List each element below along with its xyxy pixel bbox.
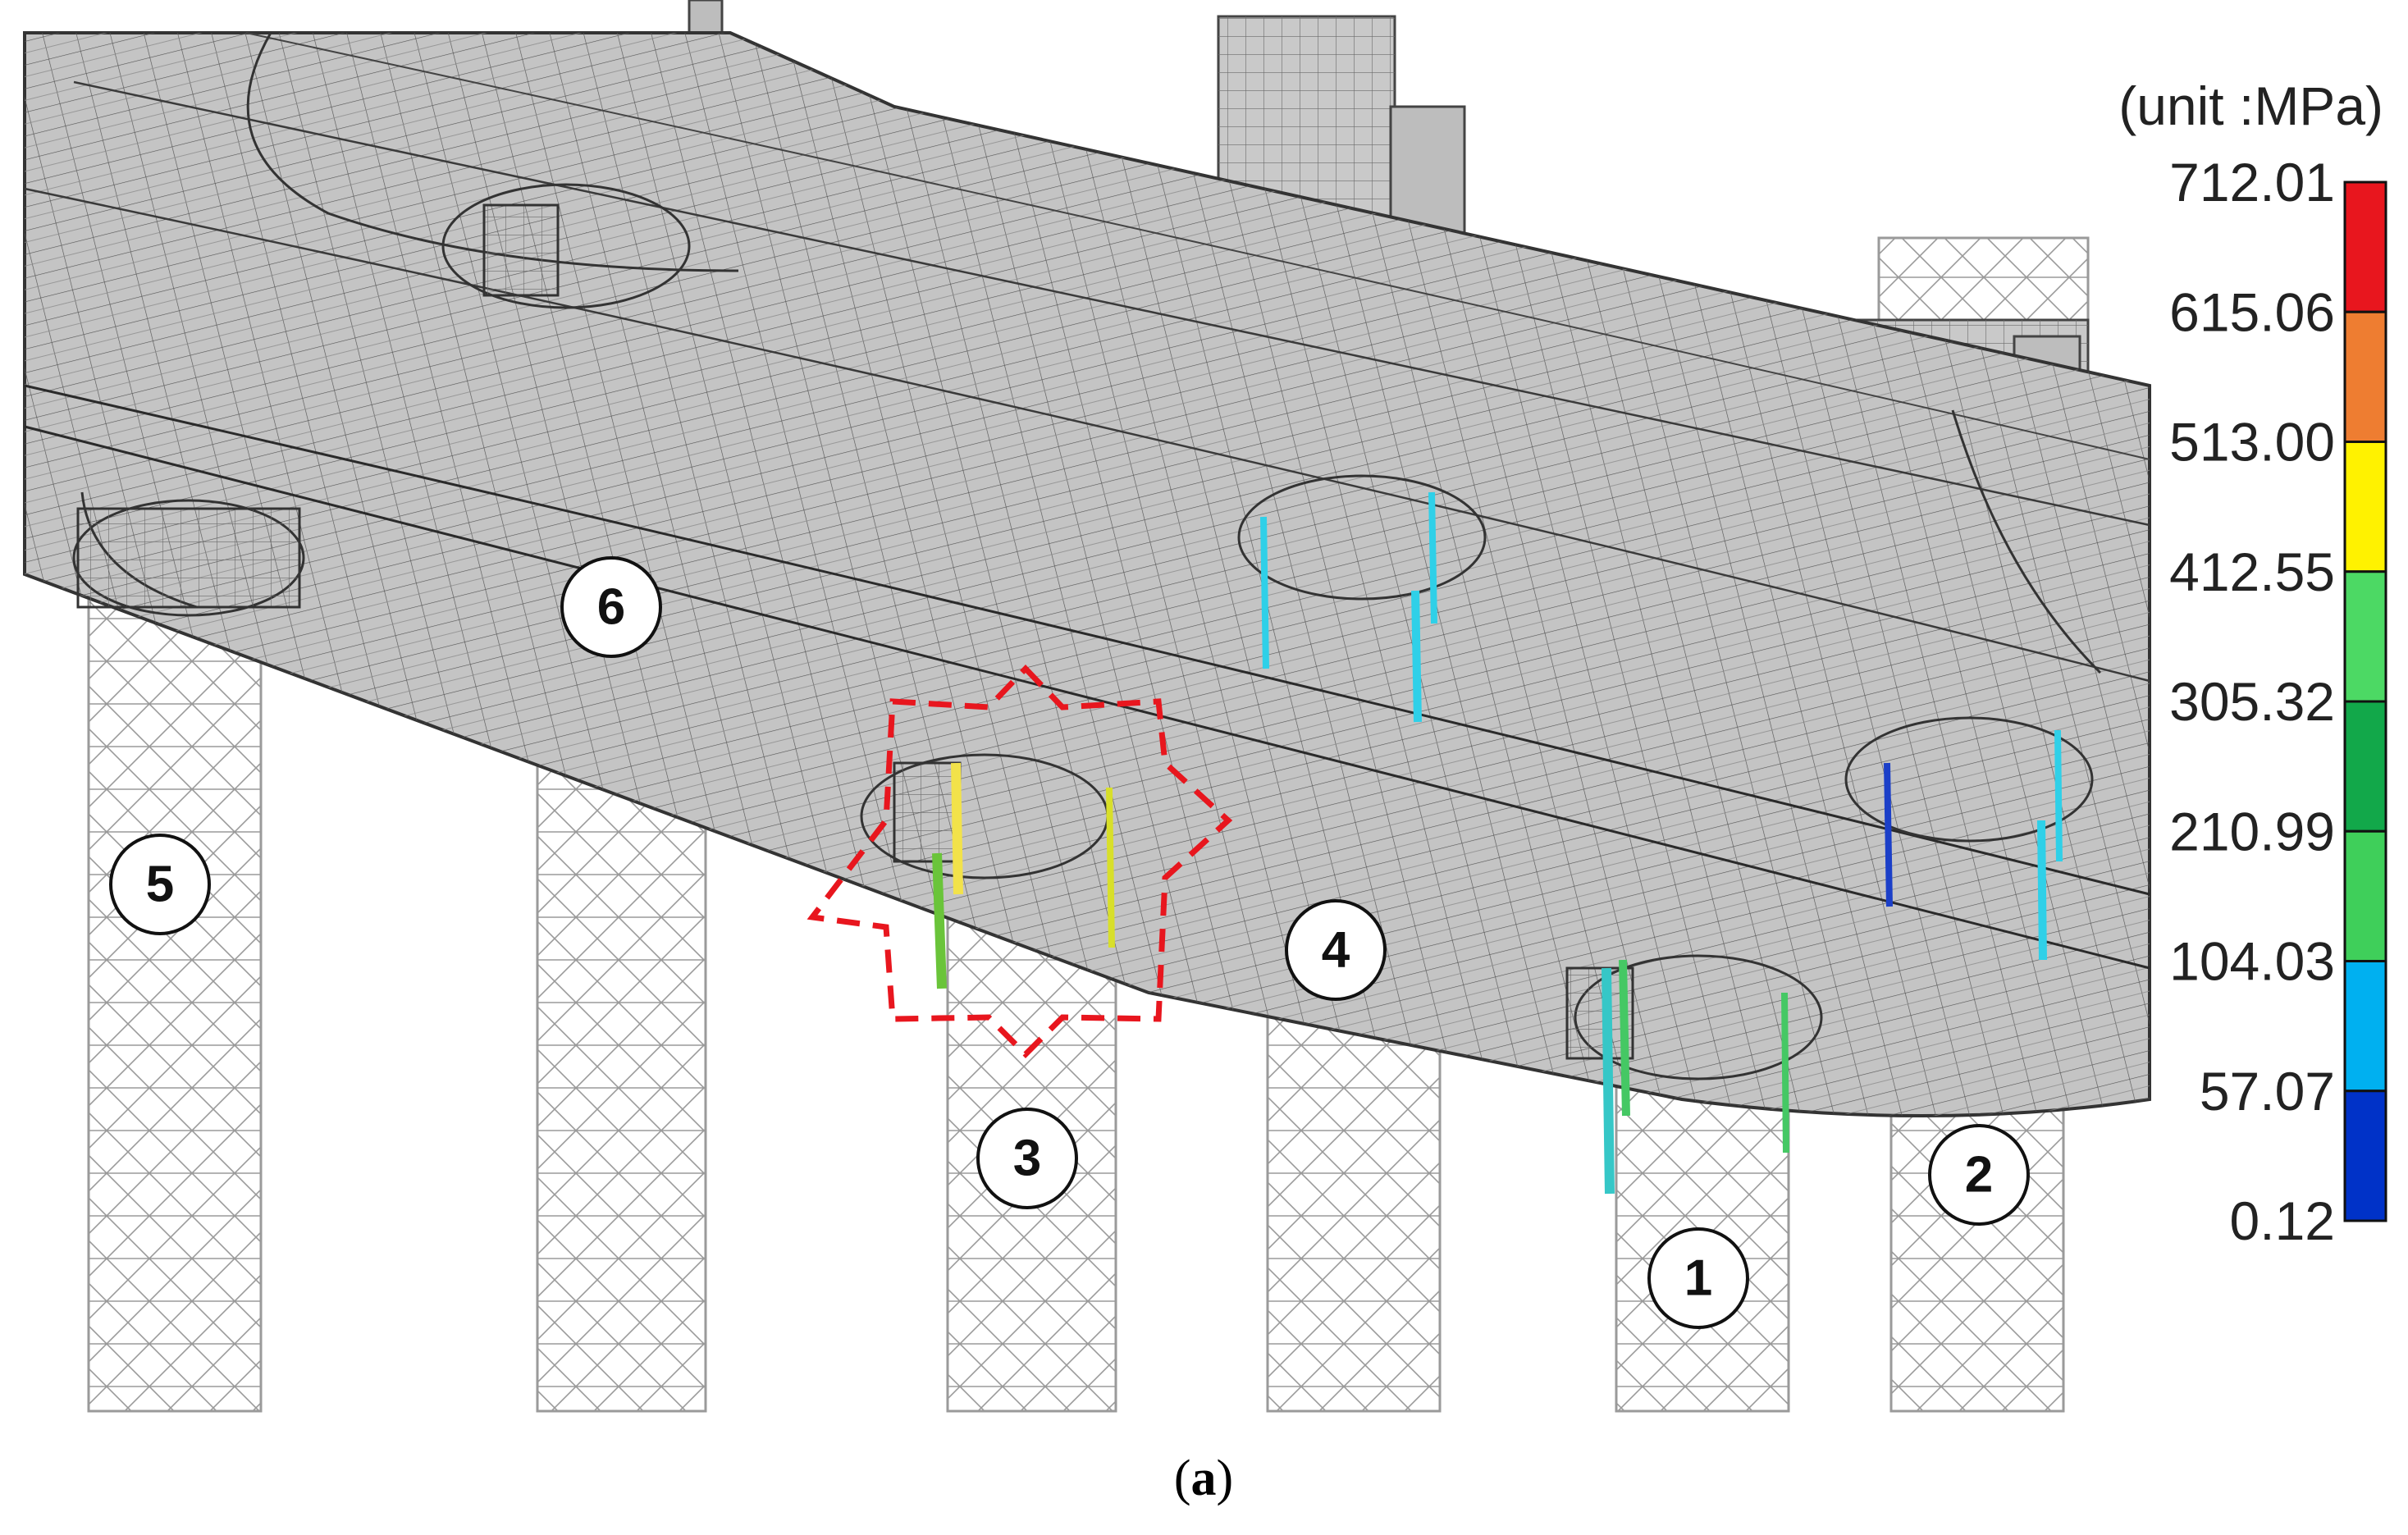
member-1a — [1602, 967, 1615, 1195]
legend-band-0 — [2343, 180, 2387, 313]
legend-tick-0: 712.01 — [2169, 152, 2335, 212]
label-2: 2 — [1928, 1124, 2030, 1226]
member-2b — [2037, 820, 2047, 961]
member-3b — [951, 762, 963, 895]
label-4: 4 — [1285, 899, 1387, 1001]
column-6-lower — [536, 737, 707, 1413]
member-2c — [2054, 729, 2063, 862]
label-4-text: 4 — [1322, 922, 1350, 979]
legend-color-bar — [2343, 180, 2387, 1222]
stressed-members — [932, 491, 2063, 1195]
figure-caption: (a) — [1174, 1450, 1233, 1506]
legend-tick-labels: 712.01 615.06 513.00 412.55 305.32 210.99 104.… — [2169, 152, 2335, 1251]
label-1: 1 — [1647, 1227, 1749, 1329]
label-5: 5 — [109, 834, 211, 935]
label-5-text: 5 — [146, 857, 174, 913]
legend-band-5 — [2343, 829, 2387, 962]
legend-band-3 — [2343, 570, 2387, 703]
legend-tick-3: 412.55 — [2169, 541, 2335, 602]
label-3-text: 3 — [1013, 1131, 1041, 1187]
legend-unit: (unit :MPa) — [2118, 75, 2383, 136]
member-center-c — [1428, 491, 1437, 624]
numbered-labels: 1 2 3 4 5 6 — [109, 556, 2030, 1329]
label-6: 6 — [560, 556, 662, 658]
highlight-star — [806, 664, 1233, 1058]
column-2 — [1889, 1065, 2065, 1413]
legend-band-6 — [2343, 960, 2387, 1093]
label-1-text: 1 — [1684, 1250, 1712, 1307]
legend-tick-2: 513.00 — [2169, 412, 2335, 473]
label-3: 3 — [976, 1108, 1078, 1209]
legend-band-2 — [2343, 441, 2387, 573]
member-3a — [932, 852, 947, 989]
legend-band-7 — [2343, 1090, 2387, 1222]
legend-tick-4: 305.32 — [2169, 671, 2335, 732]
member-center-b — [1411, 590, 1422, 723]
legend-tick-5: 210.99 — [2169, 801, 2335, 861]
member-1b — [1619, 959, 1630, 1117]
member-1c — [1781, 992, 1789, 1154]
legend-tick-8: 0.12 — [2230, 1190, 2335, 1251]
deck-structure — [23, 31, 2151, 1117]
member-2a — [1884, 762, 1893, 907]
legend-tick-6: 104.03 — [2169, 931, 2335, 992]
member-center-a — [1260, 516, 1269, 669]
legend-tick-7: 57.07 — [2200, 1061, 2335, 1122]
label-6-text: 6 — [597, 579, 625, 636]
member-3c — [1106, 787, 1115, 948]
column-5 — [87, 523, 263, 1413]
legend-band-4 — [2343, 700, 2387, 833]
legend-tick-1: 615.06 — [2169, 281, 2335, 342]
stress-legend: (unit :MPa) 712.01 615.06 513.00 412.55 305.… — [2118, 75, 2387, 1251]
legend-band-1 — [2343, 310, 2387, 443]
label-2-text: 2 — [1965, 1147, 1993, 1204]
